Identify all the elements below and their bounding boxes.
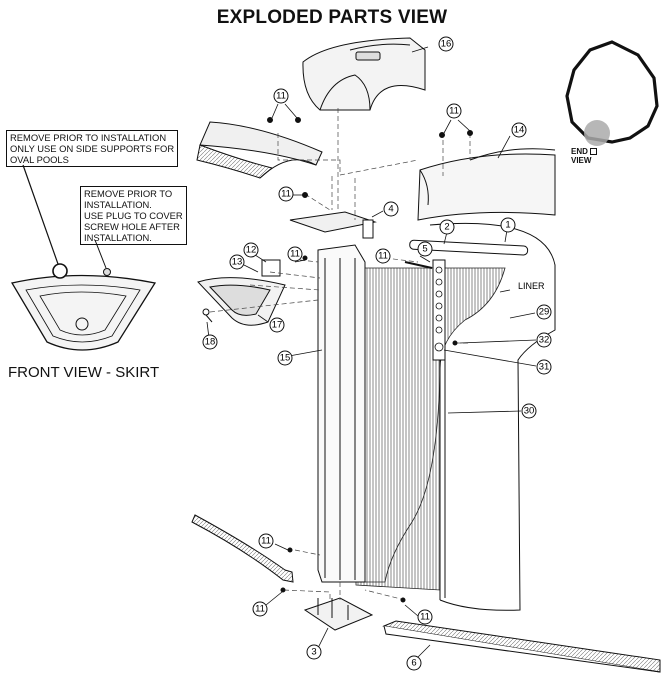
top-rail-right [417, 148, 556, 221]
callout-13: 13 [229, 254, 245, 270]
note-plug-line-1: REMOVE PRIOR TO [84, 188, 173, 199]
callout-15: 15 [277, 350, 293, 366]
callout-11-f-text: 11 [261, 536, 271, 547]
callout-13-text: 13 [232, 257, 243, 268]
callout-32: 32 [536, 332, 552, 348]
callout-11-a-text: 11 [276, 91, 286, 102]
callout-5-text: 5 [422, 244, 427, 255]
callout-6: 6 [406, 655, 422, 671]
callout-5: 5 [417, 241, 433, 257]
callout-16: 16 [438, 36, 454, 52]
callout-11-f: 11 [258, 533, 274, 549]
base-shoe-part-3 [303, 597, 374, 631]
callout-11-d: 11 [287, 246, 303, 262]
callout-29: 29 [536, 304, 552, 320]
bottom-track-part-6 [382, 620, 661, 673]
callout-11-e: 11 [375, 248, 391, 264]
liner-label: LINER [518, 281, 545, 291]
note-oval-line-2: ONLY USE ON SIDE SUPPORTS FOR [10, 143, 175, 154]
callout-11-b: 11 [446, 103, 462, 119]
note-oval-line-3: OVAL POOLS [10, 154, 69, 165]
callout-17-text: 17 [272, 320, 283, 331]
assembly-guide-lines [209, 108, 471, 602]
note-oval-pools: REMOVE PRIOR TO INSTALLATION ONLY USE ON… [6, 130, 179, 167]
callout-4: 4 [383, 201, 399, 217]
callout-1: 1 [500, 217, 516, 233]
callout-29-text: 29 [539, 307, 550, 318]
callout-32-text: 32 [539, 335, 550, 346]
top-rail-left [196, 121, 323, 179]
callout-2-text: 2 [444, 222, 449, 233]
callout-4-text: 4 [388, 204, 393, 215]
callout-3: 3 [306, 644, 322, 660]
square-marker-icon [590, 148, 598, 156]
callout-14-text: 14 [514, 125, 525, 136]
front-view-skirt-label: FRONT VIEW - SKIRT [8, 364, 160, 381]
end-view-label: END VIEW [571, 147, 598, 165]
callout-18: 18 [202, 334, 218, 350]
callout-30: 30 [521, 403, 537, 419]
wall-bolt-column [434, 266, 444, 352]
callout-11-e-text: 11 [378, 251, 388, 262]
note-plug-line-3: USE PLUG TO COVER [84, 210, 183, 221]
callout-17: 17 [269, 317, 285, 333]
callout-2: 2 [439, 219, 455, 235]
page-title: EXPLODED PARTS VIEW [216, 7, 448, 28]
note-oval-line-1: REMOVE PRIOR TO INSTALLATION [10, 132, 167, 143]
callout-11-g-text: 11 [255, 604, 265, 615]
callouts: 16 11 11 14 11 4 2 1 12 11 11 5 13 29 17… [202, 36, 552, 671]
callout-31: 31 [536, 359, 552, 375]
callout-11-h: 11 [417, 609, 433, 625]
callout-15-text: 15 [280, 353, 291, 364]
callout-11-a: 11 [273, 88, 289, 104]
callout-12-text: 12 [246, 245, 257, 256]
callout-11-c: 11 [278, 186, 294, 202]
end-view-highlight [584, 120, 610, 146]
end-view-label-line-1: END [571, 147, 588, 156]
callout-3-text: 3 [311, 647, 316, 658]
front-view-skirt [10, 164, 157, 351]
callout-6-text: 6 [411, 658, 416, 669]
callout-1-text: 1 [505, 220, 510, 231]
note-screw-plug: REMOVE PRIOR TO INSTALLATION. USE PLUG T… [80, 186, 187, 245]
callout-14: 14 [511, 122, 527, 138]
top-cap-part-16 [302, 37, 426, 111]
end-view-pool-outline [565, 40, 659, 146]
upright-part-15 [317, 244, 366, 583]
rod-parts [404, 239, 529, 361]
callout-11-d-text: 11 [290, 249, 300, 260]
callout-30-text: 30 [524, 406, 535, 417]
callout-11-b-text: 11 [449, 106, 459, 117]
bottom-track-left [191, 514, 294, 583]
callout-31-text: 31 [539, 362, 550, 373]
callout-18-text: 18 [205, 337, 216, 348]
note-plug-line-4: SCREW HOLE AFTER [84, 221, 180, 232]
bracket-plate-part-4 [289, 211, 377, 239]
callout-16-text: 16 [441, 39, 452, 50]
end-view-label-line-2: VIEW [571, 156, 592, 165]
callout-11-c-text: 11 [281, 189, 291, 200]
note-plug-line-2: INSTALLATION. [84, 199, 152, 210]
screw-part-18 [202, 308, 213, 323]
callout-12: 12 [243, 242, 259, 258]
skirt-part-17 [197, 259, 286, 326]
callout-11-h-text: 11 [420, 612, 430, 623]
note-plug-line-5: INSTALLATION. [84, 232, 152, 243]
callout-leaders [206, 46, 537, 660]
callout-11-g: 11 [252, 601, 268, 617]
